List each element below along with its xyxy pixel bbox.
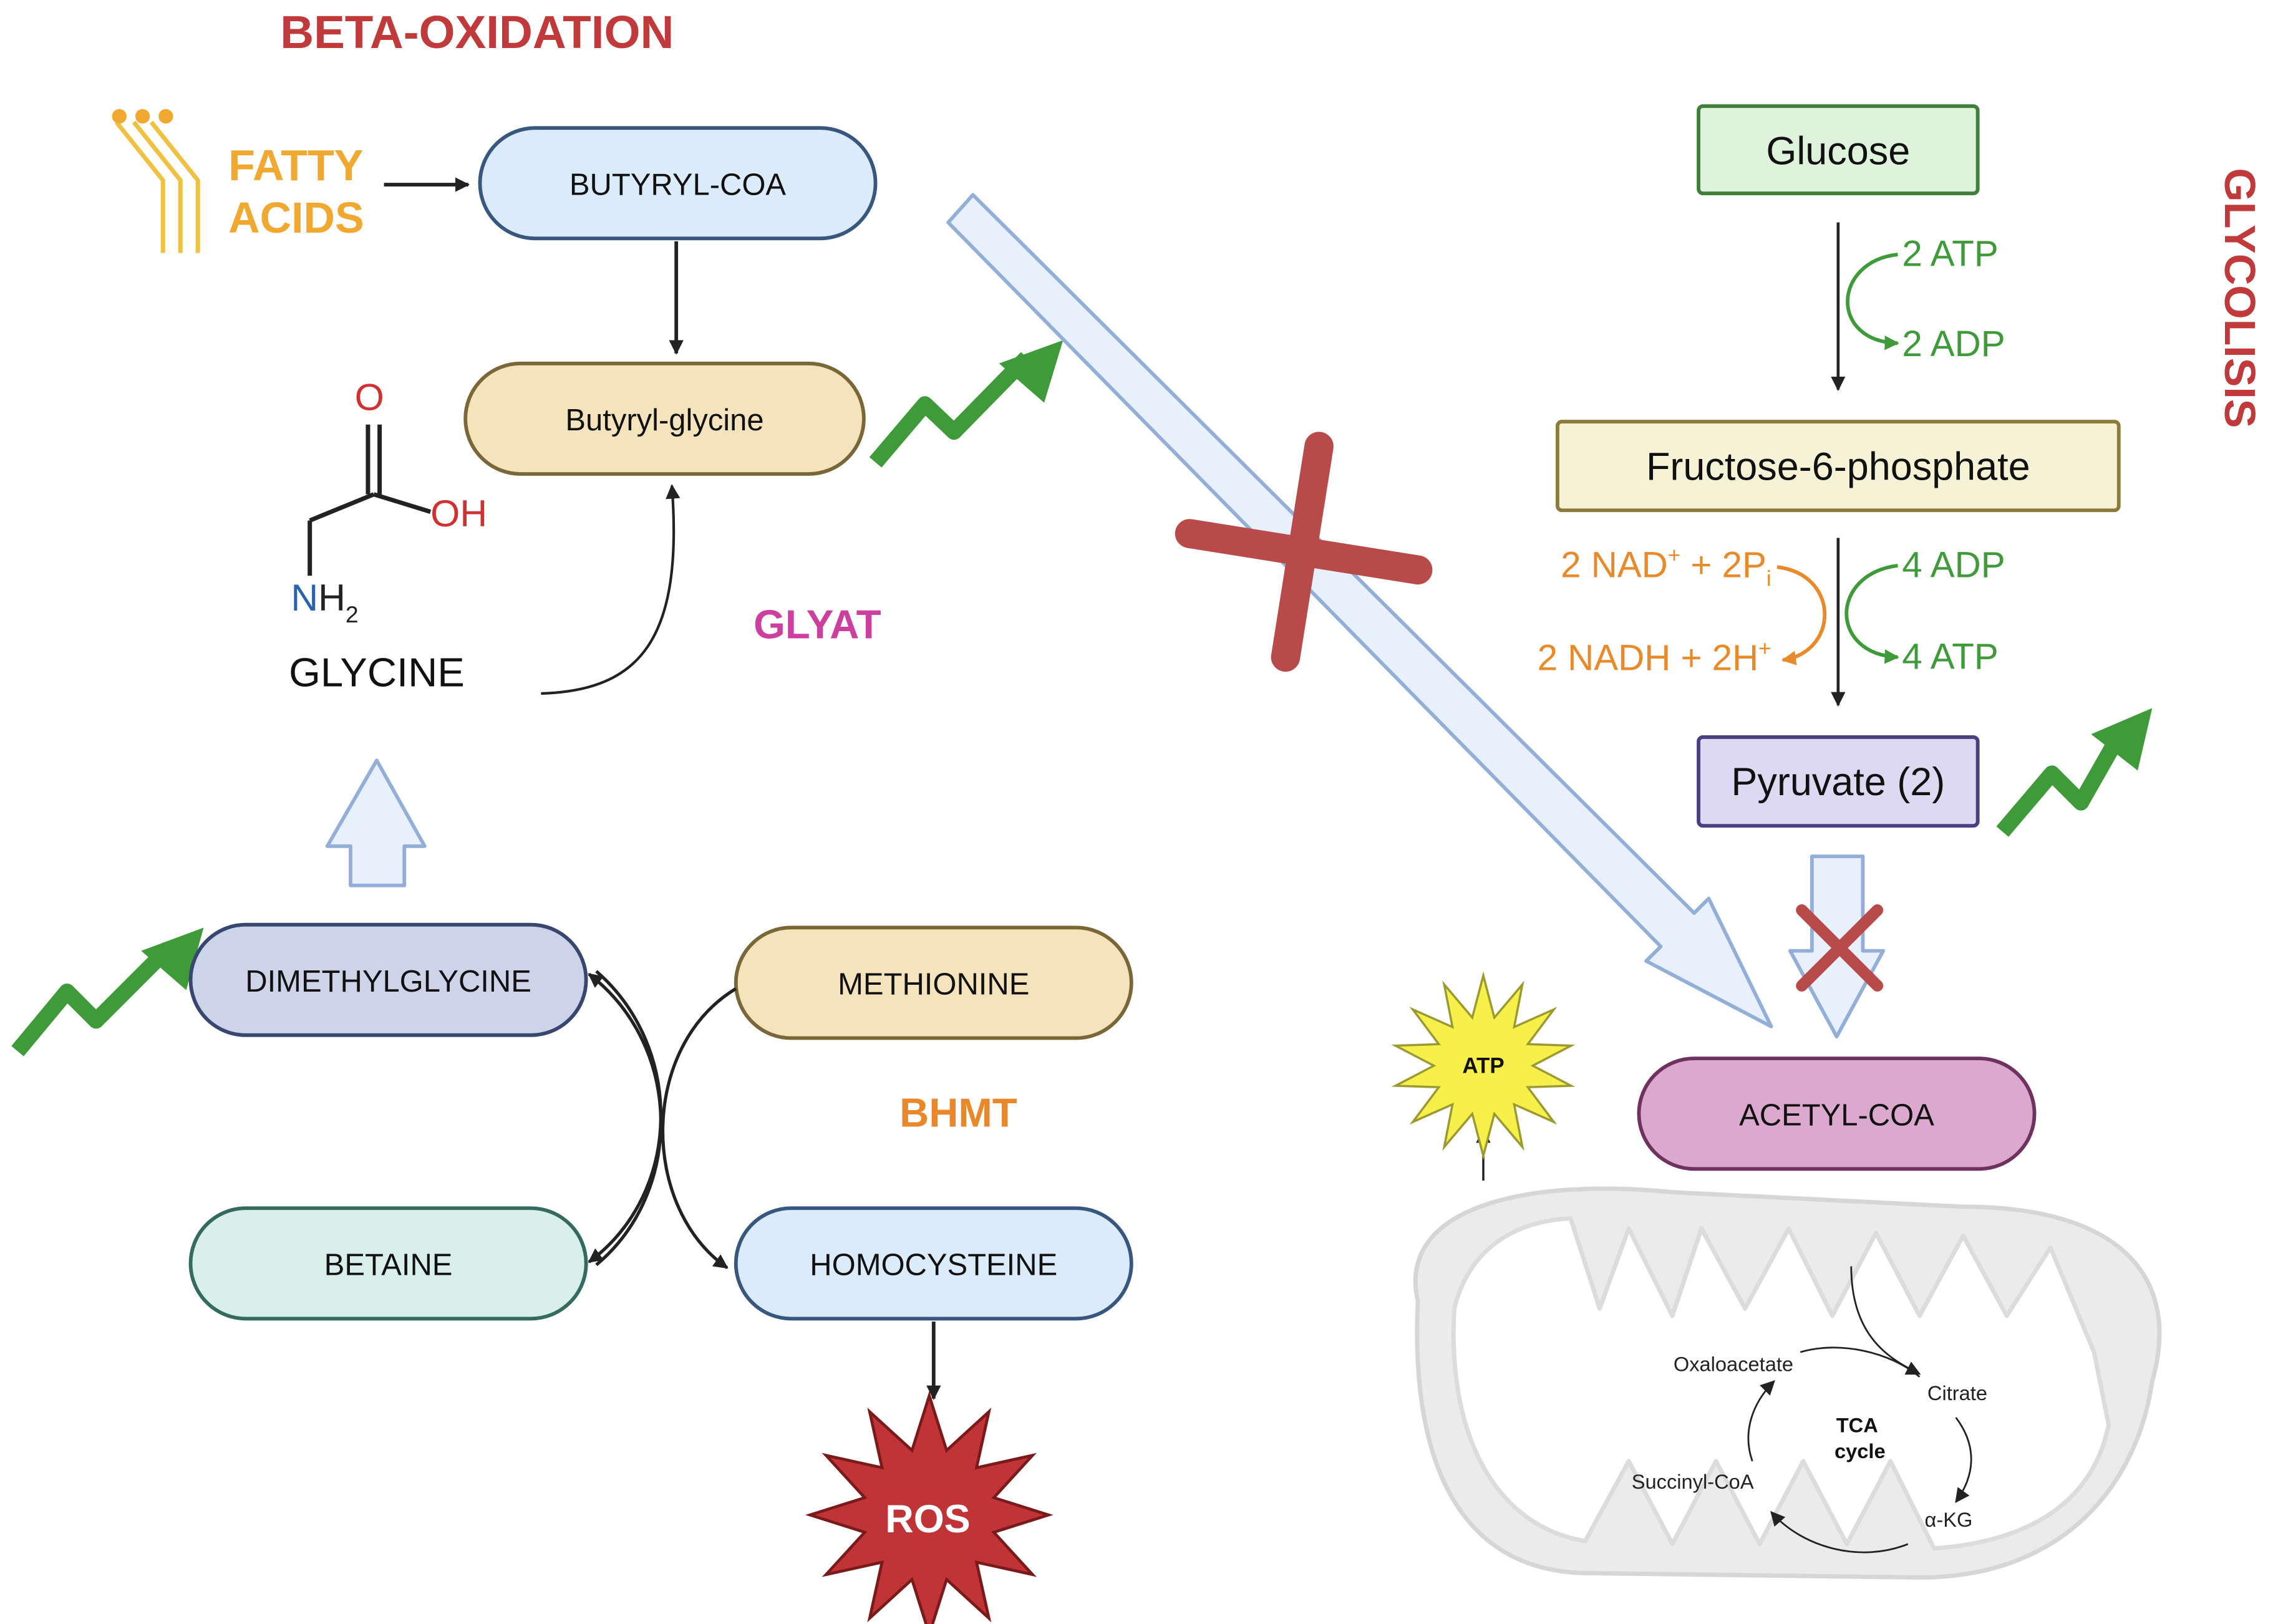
fatty-acid-icon — [112, 109, 200, 253]
tca-oxaloacetate-label: Oxaloacetate — [1674, 1352, 1793, 1375]
glycolysis-title: GLYCOLISIS — [2216, 168, 2264, 428]
glycine-label: GLYCINE — [289, 649, 465, 695]
methionine-node: METHIONINE — [734, 926, 1133, 1040]
nadh-label: 2 NADH + 2H+ — [1538, 636, 1771, 678]
svg-text:ROS: ROS — [885, 1497, 970, 1541]
svg-text:HOMOCYSTEINE: HOMOCYSTEINE — [810, 1249, 1057, 1282]
atp-in-label: 2 ATP — [1902, 234, 1998, 274]
svg-text:OH: OH — [430, 492, 487, 534]
tca-succinyl-coa-label: Succinyl-CoA — [1632, 1470, 1754, 1493]
svg-text:ACETYL-COA: ACETYL-COA — [1739, 1098, 1934, 1132]
glyat-enzyme-label: GLYAT — [754, 601, 881, 647]
increase-arrow-icon — [869, 340, 1064, 468]
svg-text:NH2: NH2 — [291, 576, 358, 627]
flux-arrow-icon — [325, 758, 427, 887]
tca-citrate-label: Citrate — [1927, 1381, 1987, 1404]
dimethylglycine-node: DIMETHYLGLYCINE — [188, 922, 588, 1037]
bhmt-enzyme-label: BHMT — [899, 1090, 1017, 1136]
atp-burst-icon: ATP — [1391, 971, 1576, 1161]
svg-text:Butyryl-glycine: Butyryl-glycine — [565, 404, 763, 437]
flux-arrow-icon — [946, 193, 1773, 1028]
increase-arrow-icon — [1996, 708, 2153, 837]
fatty-acids-label: FATTY ACIDS — [228, 141, 376, 242]
adp-out-label: 2 ADP — [1902, 324, 2005, 364]
atp-out-label: 4 ATP — [1902, 636, 1998, 677]
blocked-cross-icon — [1796, 904, 1884, 992]
nad-label: 2 NAD+ + 2Pi — [1561, 543, 1771, 591]
betaine-node: BETAINE — [188, 1206, 588, 1321]
svg-text:BETAINE: BETAINE — [324, 1249, 453, 1282]
tca-akg-label: α-KG — [1925, 1508, 1973, 1531]
butyryl-coa-node: BUTYRYL-COA — [478, 126, 878, 241]
acetyl-coa-node: ACETYL-COA — [1637, 1056, 2037, 1171]
butyryl-glycine-node: Butyryl-glycine — [463, 361, 866, 476]
svg-text:DIMETHYLGLYCINE: DIMETHYLGLYCINE — [245, 965, 531, 998]
svg-text:O: O — [355, 375, 384, 418]
fructose-6-phosphate-node: Fructose-6-phosphate — [1555, 420, 2121, 513]
svg-text:Fructose-6-phosphate: Fructose-6-phosphate — [1646, 445, 2030, 488]
homocysteine-node: HOMOCYSTEINE — [734, 1206, 1133, 1321]
ros-burst-icon: ROS — [805, 1391, 1054, 1624]
svg-text:BUTYRYL-COA: BUTYRYL-COA — [569, 168, 787, 201]
blocked-cross-icon — [1175, 432, 1433, 672]
mitochondrion-icon — [1413, 1186, 2162, 1580]
adp-in-label: 4 ADP — [1902, 545, 2005, 586]
svg-text:Pyruvate (2): Pyruvate (2) — [1731, 760, 1945, 804]
svg-text:METHIONINE: METHIONINE — [838, 968, 1029, 1002]
beta-oxidation-title: BETA-OXIDATION — [280, 6, 674, 58]
svg-text:Glucose: Glucose — [1766, 129, 1910, 173]
increase-arrow-icon — [11, 927, 204, 1056]
svg-text:ATP: ATP — [1462, 1053, 1504, 1078]
tca-cycle-title: TCA cycle — [1834, 1413, 1886, 1462]
pyruvate-node: Pyruvate (2) — [1697, 735, 1980, 828]
glucose-node: Glucose — [1697, 104, 1980, 195]
glycine-structure: O OH NH2 — [291, 375, 487, 627]
